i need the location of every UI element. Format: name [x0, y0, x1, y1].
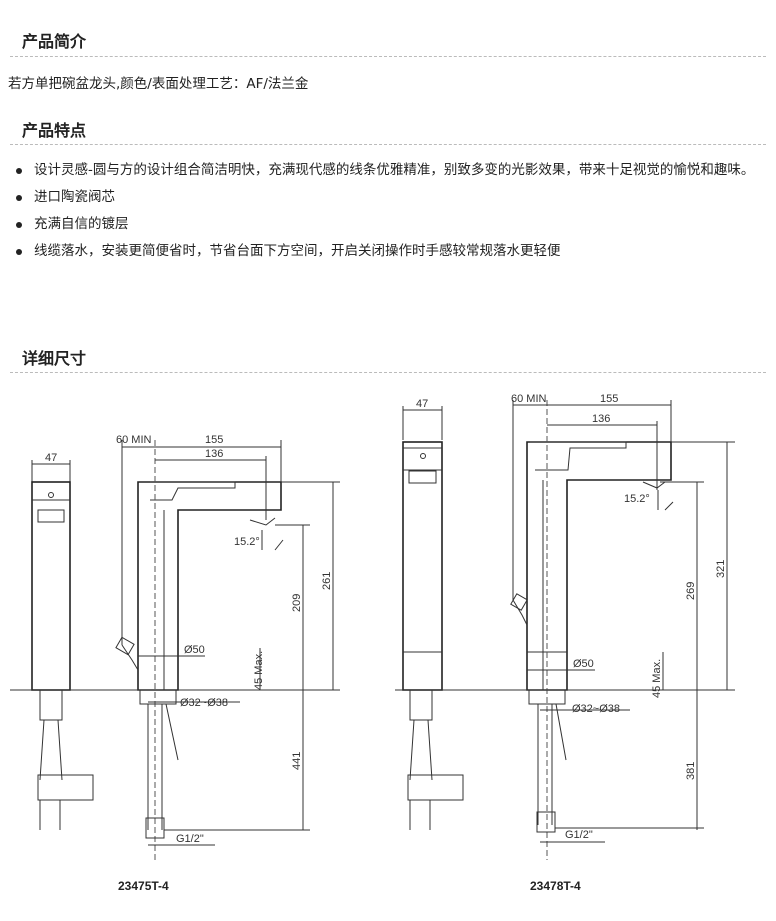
dim-angle: 15.2° [624, 493, 650, 505]
dim-outlet-height: 269 [685, 582, 697, 600]
dim-angle: 15.2° [234, 536, 260, 548]
dim-below: 441 [291, 752, 303, 770]
dim-outlet: 136 [205, 448, 223, 460]
dim-counter-max: 45 Max. [651, 659, 663, 698]
dim-outlet: 136 [592, 413, 610, 425]
dim-base-dia: Ø50 [184, 644, 205, 656]
feature-item: 线缆落水，安装更简便省时，节省台面下方空间，开启关闭操作时手感较常规落水更轻便 [12, 241, 762, 261]
feature-item: 充满自信的镀层 [12, 214, 762, 234]
dim-thread: G1/2" [565, 829, 593, 841]
dim-width: 47 [45, 452, 57, 464]
section-title-features: 产品特点 [22, 121, 87, 140]
section-title-intro: 产品简介 [22, 32, 87, 51]
divider [10, 372, 766, 373]
divider [10, 144, 766, 145]
dim-reach: 155 [600, 393, 618, 405]
dim-hole-dia: Ø32~Ø38 [180, 697, 228, 709]
dim-outlet-height: 209 [291, 594, 303, 612]
dim-below: 381 [685, 762, 697, 780]
dim-total-height: 321 [715, 560, 727, 578]
dim-thread: G1/2" [176, 833, 204, 845]
section-title-dimensions: 详细尺寸 [22, 349, 87, 368]
dim-base-dia: Ø50 [573, 658, 594, 670]
divider [10, 56, 766, 57]
model-label: 23478T-4 [530, 879, 581, 893]
feature-item: 进口陶瓷阀芯 [12, 187, 762, 207]
dim-reach: 155 [205, 434, 223, 446]
feature-list: 设计灵感-圆与方的设计组合简洁明快，充满现代感的线条优雅精准，别致多变的光影效果… [12, 160, 762, 268]
drawing-23478T-4: 47 60 MIN 155 136 15.2° 321 269 Ø50 45 M… [395, 393, 735, 893]
intro-text: 若方单把碗盆龙头,颜色/表面处理工艺：AF/法兰金 [8, 76, 309, 92]
feature-item: 设计灵感-圆与方的设计组合简洁明快，充满现代感的线条优雅精准，别致多变的光影效果… [12, 160, 762, 180]
dim-total-height: 261 [321, 572, 333, 590]
dim-min: 60 MIN [116, 434, 152, 446]
dim-width: 47 [416, 398, 428, 410]
drawing-23475T-4: 47 60 MIN 155 136 15.2° 261 209 Ø50 45 M… [10, 434, 340, 893]
model-label: 23475T-4 [118, 879, 169, 893]
dim-min: 60 MIN [511, 393, 547, 405]
dim-counter-max: 45 Max. [253, 651, 265, 690]
dim-hole-dia: Ø32~Ø38 [572, 703, 620, 715]
